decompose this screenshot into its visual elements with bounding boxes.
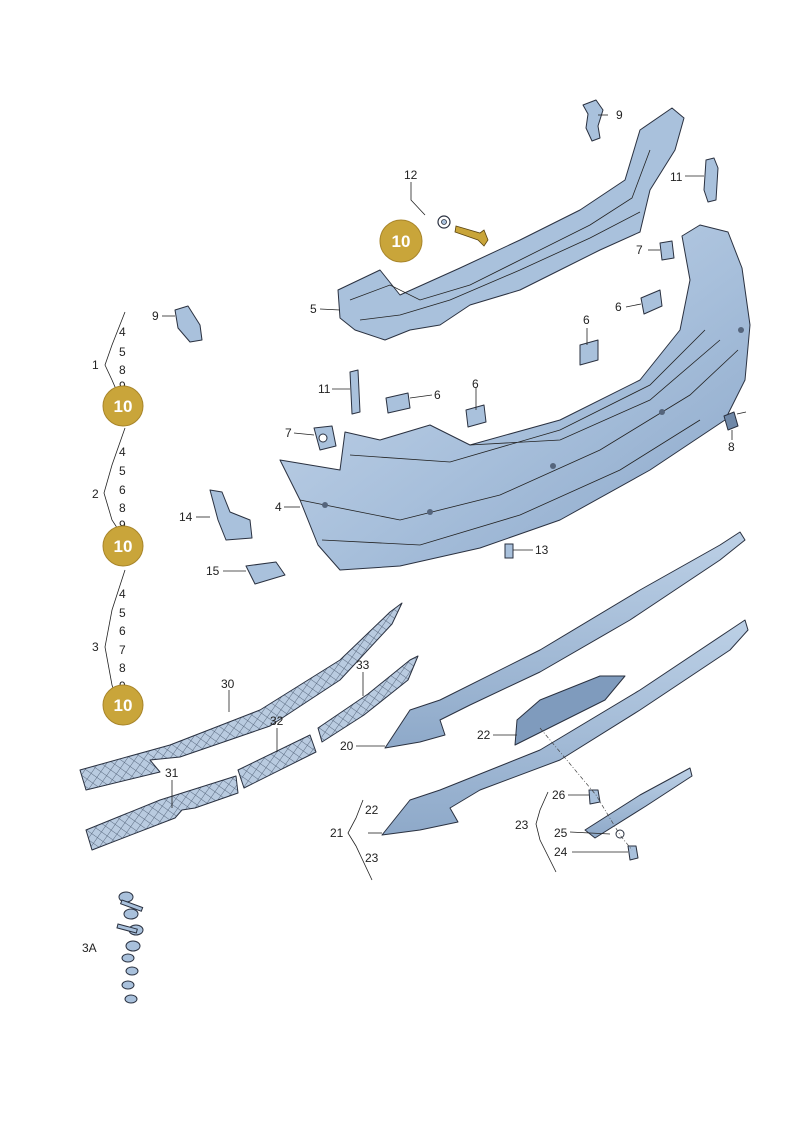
diffuser-20 (384, 531, 746, 749)
callout-11-left: 11 (318, 382, 331, 396)
svg-text:10: 10 (114, 537, 133, 556)
badge-10-top: 10 (379, 219, 423, 263)
callout-20: 20 (340, 739, 354, 753)
group-3-item: 6 (119, 624, 126, 638)
group-1-label: 1 (92, 358, 99, 372)
callout-11-top: 11 (670, 170, 683, 184)
group-2: 2 4 5 6 8 9 (92, 445, 126, 532)
callout-6-b: 6 (583, 313, 590, 327)
sensor-holder-7-right (659, 240, 675, 261)
group-3: 3 4 5 6 7 8 9 (92, 587, 126, 693)
fastener-set-3a (116, 891, 144, 1004)
diffuser-21 (381, 619, 749, 836)
svg-text:10: 10 (392, 232, 411, 251)
screw-24 (627, 845, 639, 861)
guide-11-left (349, 369, 361, 415)
callout-3a: 3A (82, 941, 97, 955)
group-1: 1 4 5 8 9 (92, 325, 126, 393)
washer-25 (615, 829, 625, 839)
callout-9-left: 9 (152, 309, 159, 323)
callout-8: 8 (728, 440, 735, 454)
park-sensor-hole (659, 409, 665, 415)
callout-15: 15 (206, 564, 220, 578)
callout-7-left: 7 (285, 426, 292, 440)
bracket-6-d (465, 404, 487, 428)
callout-9-top: 9 (616, 108, 623, 122)
callout-24: 24 (554, 845, 568, 859)
badge-10-group-2: 10 (102, 525, 144, 567)
callout-22-a: 22 (477, 728, 491, 742)
bracket-6-a (640, 289, 663, 315)
reflector-14 (209, 489, 253, 541)
group-2-item: 5 (119, 464, 126, 478)
callout-22-b: 22 (365, 803, 379, 817)
trim-22-upper (514, 675, 626, 746)
group-1-item: 8 (119, 363, 126, 377)
grille-30 (79, 602, 403, 791)
park-sensor-hole (322, 502, 328, 508)
badge-10-group-3: 10 (102, 684, 144, 726)
cover-15 (245, 561, 286, 585)
park-sensor-hole (427, 509, 433, 515)
callout-23-b: 23 (515, 818, 529, 832)
grille-32 (237, 734, 317, 789)
callout-6-c: 6 (434, 388, 441, 402)
group-1-item: 4 (119, 325, 126, 339)
group-2-item: 6 (119, 483, 126, 497)
bumper-cover-4 (279, 224, 751, 571)
grille-31 (85, 775, 239, 851)
bracket-6-b (579, 339, 599, 366)
screw-13 (504, 543, 514, 559)
group-3-label: 3 (92, 640, 99, 654)
tow-hook-cap-8 (723, 411, 739, 431)
group-1-item: 5 (119, 345, 126, 359)
callout-26: 26 (552, 788, 566, 802)
callout-31: 31 (165, 766, 179, 780)
callout-6-a: 6 (615, 300, 622, 314)
bumper-cover-4-contours (299, 329, 739, 546)
alignment-line (539, 727, 633, 851)
callout-5: 5 (310, 302, 317, 316)
group-2-item: 4 (119, 445, 126, 459)
callout-25: 25 (554, 826, 568, 840)
group-2-item: 8 (119, 501, 126, 515)
callout-6-d: 6 (472, 377, 479, 391)
callout-7-top: 7 (636, 243, 643, 257)
callout-14: 14 (179, 510, 193, 524)
park-sensor-hole (550, 463, 556, 469)
svg-text:10: 10 (114, 397, 133, 416)
group-2-item: 9 (119, 518, 126, 532)
callout-labels: 9 12 11 7 5 9 6 6 11 6 6 7 8 4 14 13 15 … (82, 108, 735, 955)
grille-33 (317, 655, 419, 743)
bumper-carrier-5-detail (349, 149, 651, 321)
bracket-6-c (385, 392, 411, 414)
group-2-label: 2 (92, 487, 99, 501)
leader-lines (103, 114, 747, 881)
trim-23-right (584, 767, 693, 839)
bracket-9-left (174, 305, 203, 343)
washer-12-inner (441, 219, 447, 225)
group-3-item: 7 (119, 643, 126, 657)
callout-32: 32 (270, 714, 284, 728)
park-sensor-hole (738, 327, 744, 333)
callout-13: 13 (535, 543, 549, 557)
clip-26 (588, 789, 601, 805)
callout-21: 21 (330, 826, 344, 840)
guide-11-right (703, 157, 719, 203)
callout-12: 12 (404, 168, 418, 182)
bolt-10 (454, 225, 489, 247)
sensor-holder-7-left-hole (318, 433, 328, 443)
group-3-item: 8 (119, 661, 126, 675)
callout-4: 4 (275, 500, 282, 514)
callout-33: 33 (356, 658, 370, 672)
svg-text:10: 10 (114, 696, 133, 715)
bumper-carrier-5 (337, 107, 685, 341)
group-3-item: 4 (119, 587, 126, 601)
callout-30: 30 (221, 677, 235, 691)
group-3-item: 5 (119, 606, 126, 620)
callout-23-a: 23 (365, 851, 379, 865)
bracket-9-right (582, 99, 604, 142)
badge-10-group-1: 10 (102, 385, 144, 427)
